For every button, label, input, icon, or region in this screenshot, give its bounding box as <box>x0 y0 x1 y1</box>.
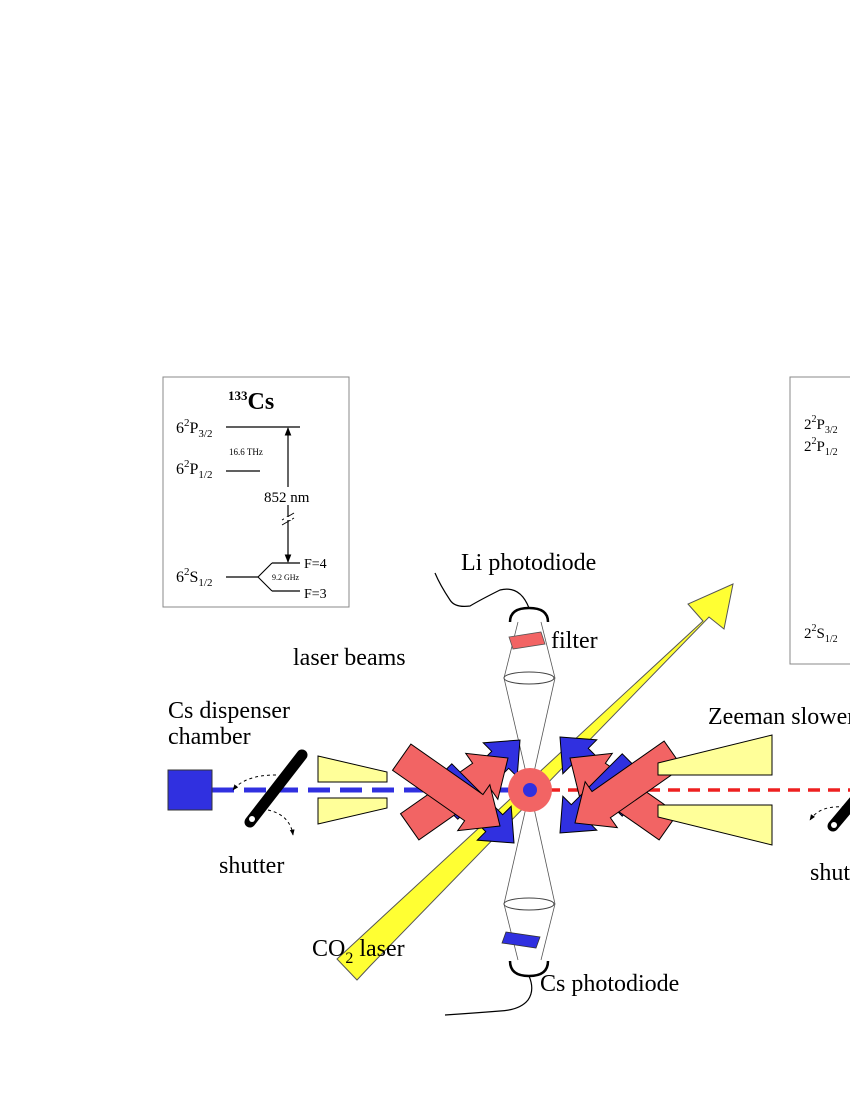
li-photodiode-label: Li photodiode <box>461 550 596 576</box>
cs-transition-label-bg <box>262 487 318 505</box>
cs-aperture-top <box>317 755 388 783</box>
cs-atom-cloud <box>523 783 537 797</box>
cs-fine-split: 16.6 THz <box>229 447 263 457</box>
li-p32-label: 22P3/2 <box>804 414 838 436</box>
right-shutter <box>809 797 850 832</box>
upper-lens <box>503 671 555 685</box>
cs-f3-label: F=3 <box>304 587 327 602</box>
cs-filter <box>501 931 541 949</box>
zeeman-slower-label: Zeeman slower <box>708 704 850 730</box>
co2-laser-label: CO2 laser <box>312 936 405 967</box>
li-p12-label: 22P1/2 <box>804 436 838 458</box>
shutter-right-label: shutter <box>810 860 850 886</box>
cs-photodiode-cable <box>444 975 533 1016</box>
li-s12-label: 22S1/2 <box>804 623 838 645</box>
cs-p12-label: 62P1/2 <box>176 458 212 481</box>
cs-dispenser-chamber <box>167 769 213 811</box>
zeeman-slower-top <box>657 734 773 776</box>
cs-title: 133Cs <box>228 388 274 415</box>
cs-level-diagram: 133Cs 62P3/2 16.6 THz 62P1/2 852 nm 62S1… <box>162 376 350 608</box>
cs-p32-label: 62P3/2 <box>176 417 212 440</box>
cs-f4-label: F=4 <box>304 557 327 572</box>
cs-photodiode-label: Cs photodiode <box>540 971 679 997</box>
zeeman-slower-bottom <box>657 804 773 846</box>
mot-laser-beams <box>391 736 684 844</box>
li-photodiode-cable <box>434 572 530 609</box>
cs-dispenser-label: Cs dispenser chamber <box>168 698 296 750</box>
cs-axis-break-gap <box>284 517 292 520</box>
li-level-box <box>789 376 850 665</box>
cs-s12-label: 62S1/2 <box>176 566 212 589</box>
laser-beam-red-lower-right <box>574 740 684 829</box>
li-level-diagram: 22P3/2 22P1/2 22S1/2 <box>789 376 850 665</box>
cs-hf-split: 9.2 GHz <box>272 573 300 582</box>
laser-beam-red-lower-left <box>391 743 501 832</box>
cs-hf-split-lines <box>257 562 273 592</box>
left-shutter <box>232 749 308 836</box>
lower-lens <box>503 897 555 911</box>
laser-beams-label: laser beams <box>293 645 406 671</box>
cs-aperture-bottom <box>317 797 388 825</box>
cs-transition-label: 852 nm <box>264 490 310 506</box>
filter-label: filter <box>551 628 598 654</box>
li-filter <box>508 631 546 650</box>
shutter-left-label: shutter <box>219 853 284 879</box>
li-photodiode <box>508 606 550 623</box>
